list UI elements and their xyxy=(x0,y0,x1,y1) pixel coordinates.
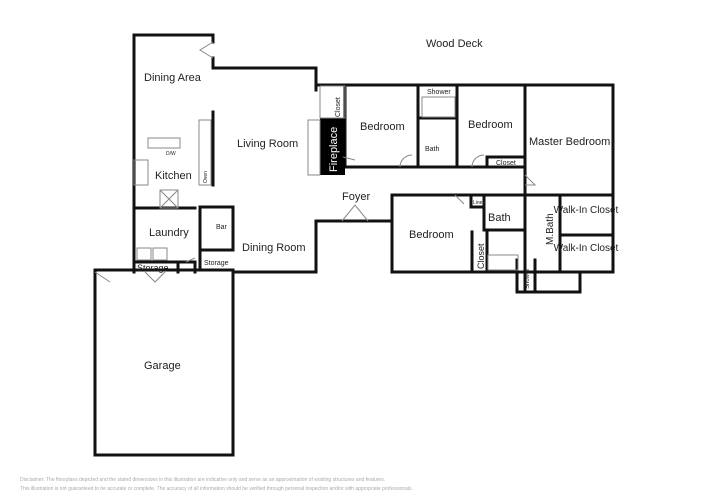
room-shower-2: Shower xyxy=(525,269,531,289)
room-bedroom-1: Bedroom xyxy=(360,121,405,133)
room-storage-1: Storage xyxy=(137,263,169,273)
walls xyxy=(93,33,615,457)
fireplace-block xyxy=(320,118,345,175)
room-closet-bedroom-2: Closet xyxy=(496,160,516,167)
room-labels: Wood Deck Dining Area Living Room Closet… xyxy=(137,38,619,372)
room-bar: Bar xyxy=(216,224,228,231)
room-bedroom-3: Bedroom xyxy=(409,229,454,241)
label-dishwasher: D/W xyxy=(166,151,176,157)
label-oven: Oven xyxy=(203,171,209,183)
room-shower-1: Shower xyxy=(427,89,451,96)
room-walk-in-closet-1: Walk-In Closet xyxy=(554,205,619,216)
room-master-bath: M.Bath xyxy=(545,213,556,245)
room-linen: Linen xyxy=(473,200,485,206)
room-fireplace: Fireplace xyxy=(328,127,340,172)
disclaimer-line-1: Disclaimer: The floorplans depicted and … xyxy=(20,477,386,483)
room-walk-in-closet-2: Walk-In Closet xyxy=(554,243,619,254)
room-master-bedroom: Master Bedroom xyxy=(529,136,610,148)
room-kitchen: Kitchen xyxy=(155,170,192,182)
room-living-room: Living Room xyxy=(237,138,298,150)
disclaimer-line-2: This illustration is not guaranteed to b… xyxy=(20,486,413,492)
room-laundry: Laundry xyxy=(149,227,189,239)
room-garage: Garage xyxy=(144,360,181,372)
room-foyer: Foyer xyxy=(342,191,370,203)
doors xyxy=(94,41,537,283)
room-closet-bedroom-3: Closet xyxy=(476,243,486,269)
room-closet-fireplace: Closet xyxy=(335,97,342,117)
fixtures xyxy=(133,85,519,271)
room-wood-deck: Wood Deck xyxy=(426,38,483,50)
room-dining-room: Dining Room xyxy=(242,242,306,254)
room-bath-1: Bath xyxy=(425,146,440,153)
room-bedroom-2: Bedroom xyxy=(468,119,513,131)
room-dining-area: Dining Area xyxy=(144,72,202,84)
room-bath-2: Bath xyxy=(488,212,511,224)
room-storage-2: Storage xyxy=(204,260,229,267)
